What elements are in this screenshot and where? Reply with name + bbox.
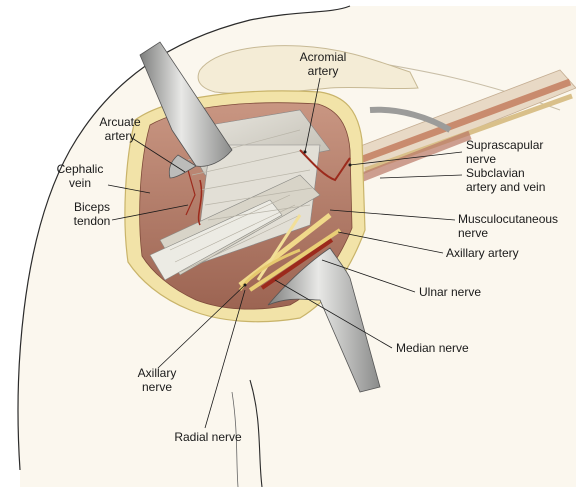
muscles-tendons [149,109,331,281]
label-biceps-tendon: Biceps tendon [73,200,111,228]
label-axillary-nerve: Axillary nerve [137,366,177,394]
label-axillary-artery: Axillary artery [446,246,519,260]
label-acromial-artery: Acromial artery [299,50,347,78]
leader-lines [107,77,463,429]
landmark-dots [243,150,352,287]
label-median-nerve: Median nerve [396,341,469,355]
label-cephalic-vein: Cephalic vein [56,162,104,190]
retractor-upper [139,41,233,179]
acromion-bone [197,45,419,95]
nerves [238,213,342,292]
label-subclavian-artery-vein: Subclavian artery and vein [466,166,546,194]
label-musculocutaneous-nerve: Musculocutaneous nerve [458,212,559,240]
arteries [185,149,351,290]
label-ulnar-nerve: Ulnar nerve [419,285,482,299]
retractor-lower [267,247,381,393]
label-radial-nerve: Radial nerve [174,430,242,444]
label-arcuate-artery: Arcuate artery [99,115,141,143]
label-suprascapular-nerve: Suprascapular nerve [466,138,544,166]
